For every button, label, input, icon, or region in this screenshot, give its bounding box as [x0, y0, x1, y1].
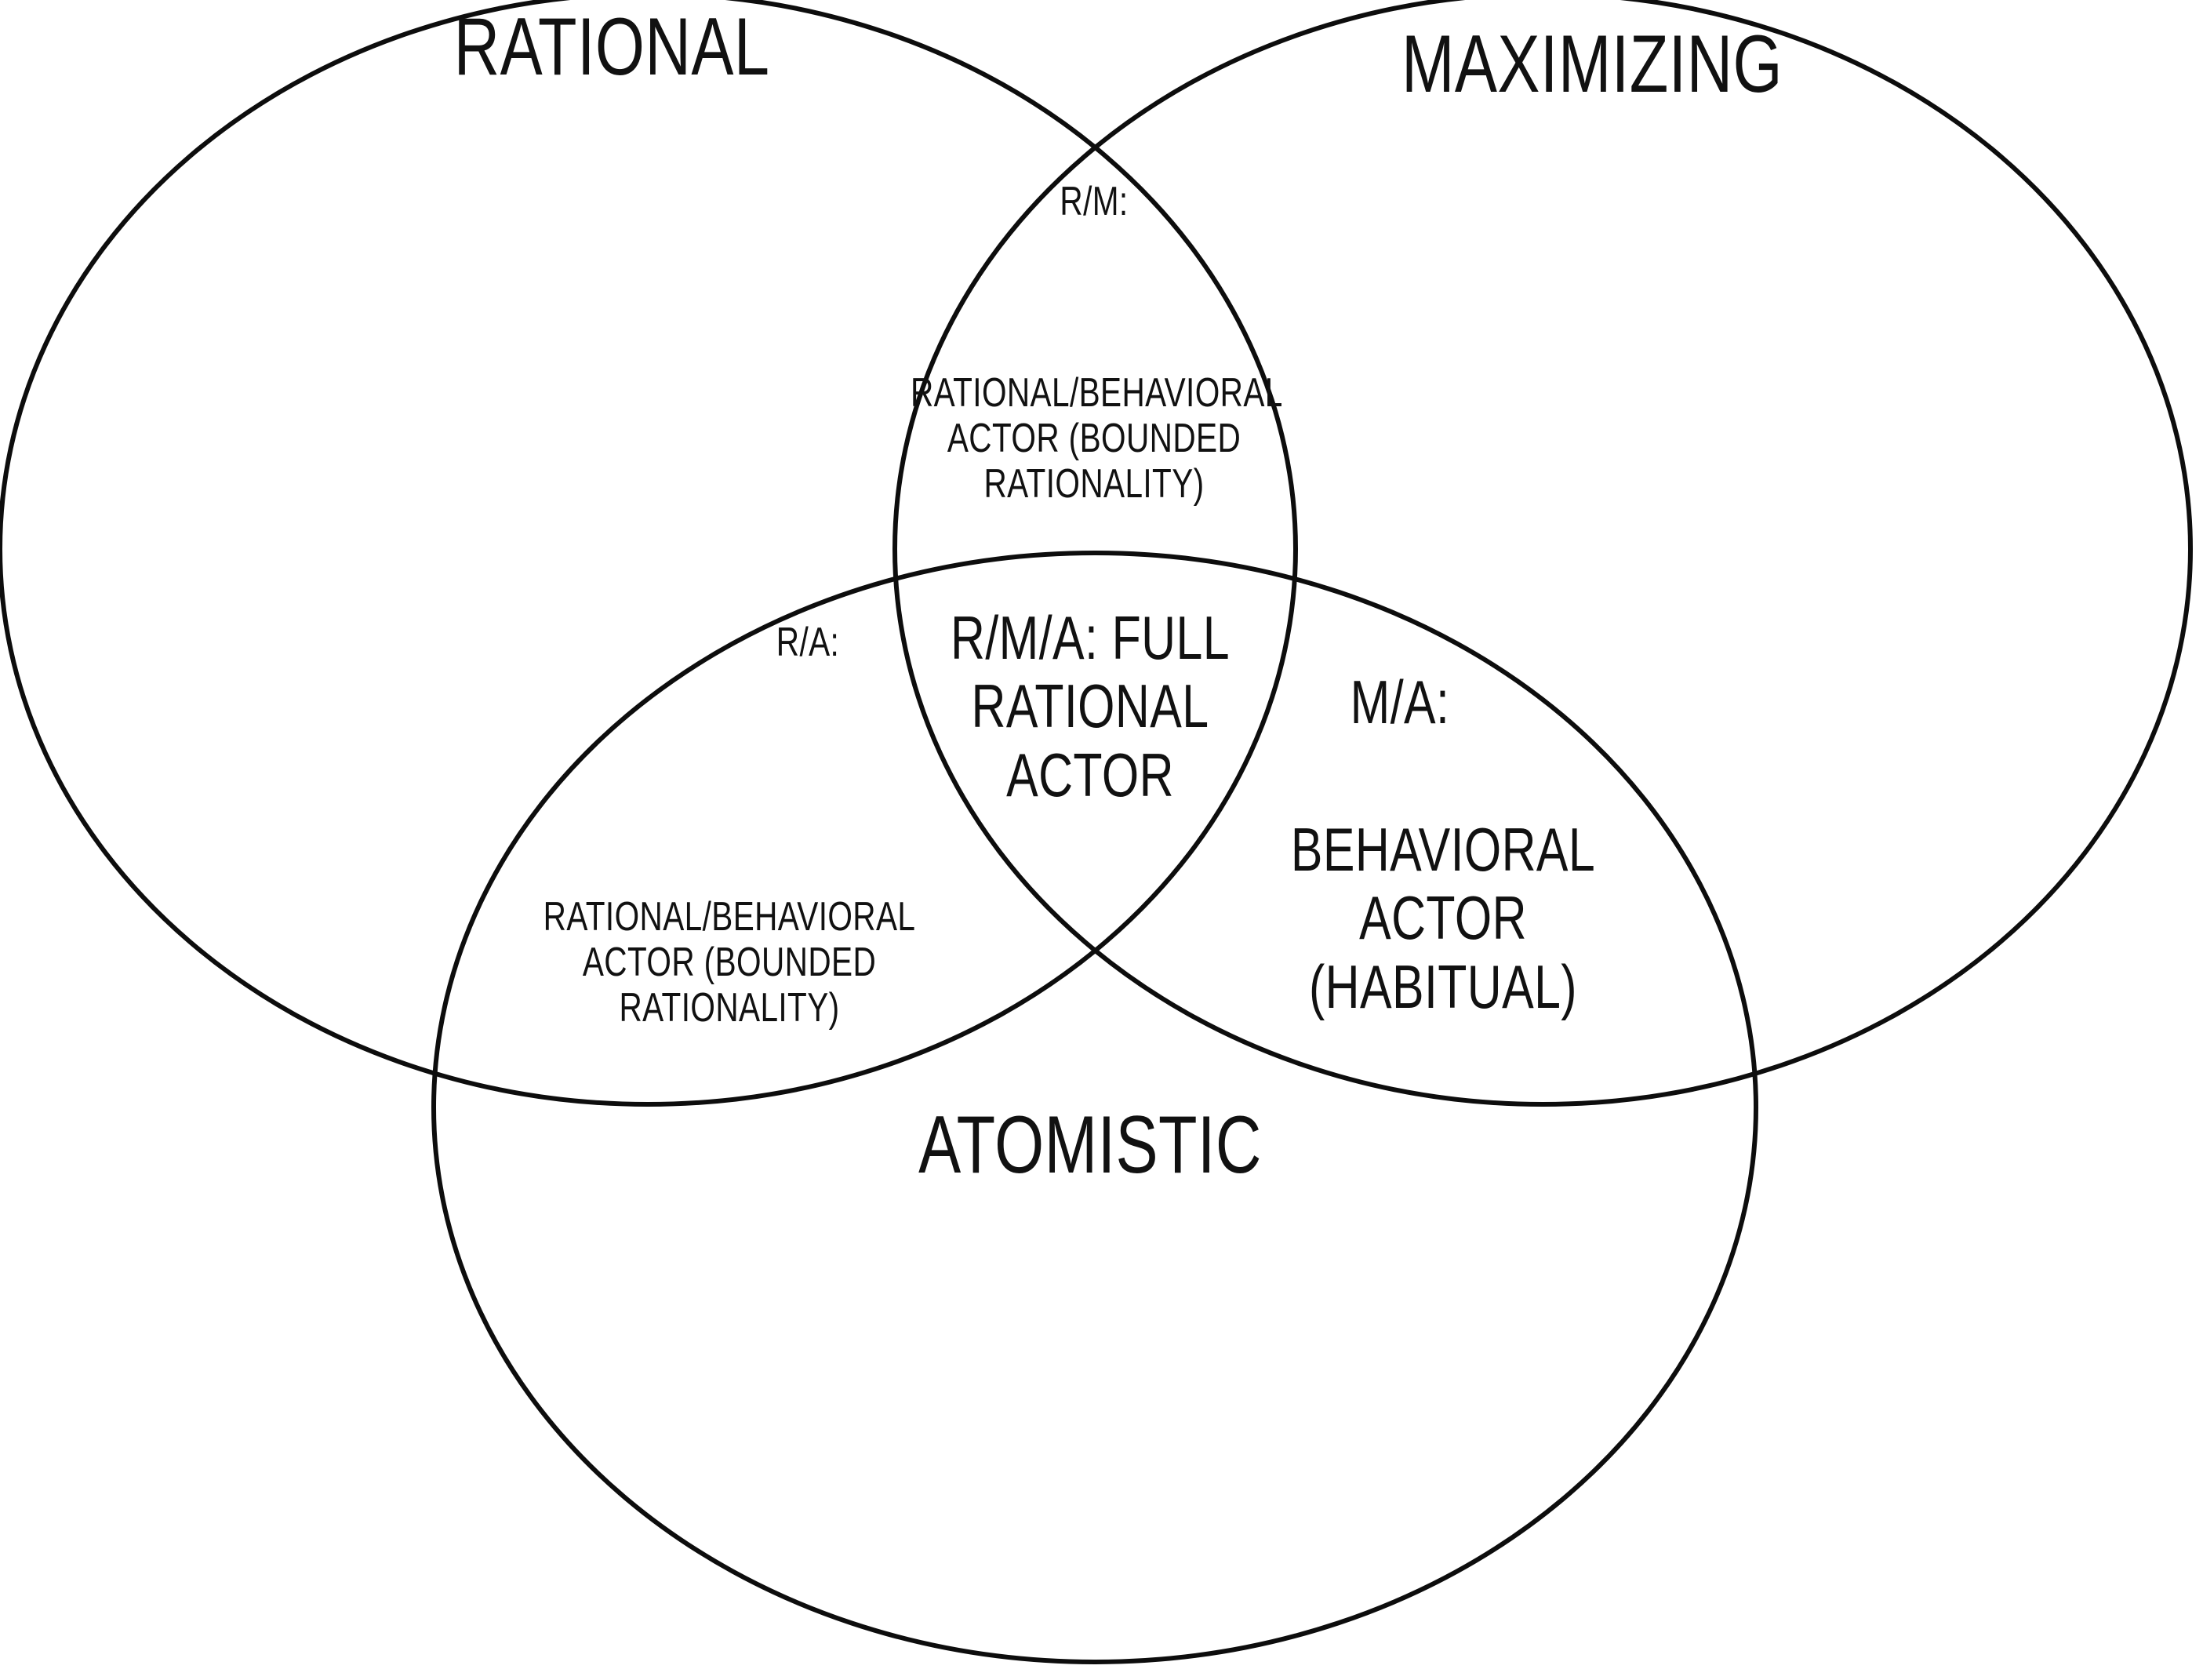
circle-maximizing[interactable] [892, 0, 2193, 1107]
region-key-rational-atomistic: R/A: [776, 620, 840, 665]
circle-atomistic[interactable] [431, 551, 1758, 1664]
region-key-maximizing-atomistic: M/A: [1350, 667, 1450, 736]
region-key-rational-maximizing: R/M: [1060, 179, 1129, 224]
region-label-rational-atomistic: RATIONAL/BEHAVIORAL ACTOR (BOUNDED RATIO… [543, 894, 916, 1031]
region-label-rational-maximizing-atomistic: R/M/A: FULL RATIONAL ACTOR [951, 603, 1230, 809]
circle-rational[interactable] [0, 0, 1298, 1107]
set-title-rational: RATIONAL [453, 2, 770, 93]
region-label-rational-maximizing: RATIONAL/BEHAVIORAL ACTOR (BOUNDED RATIO… [911, 370, 1283, 507]
set-title-atomistic: ATOMISTIC [918, 1100, 1262, 1191]
set-title-maximizing: MAXIMIZING [1401, 19, 1783, 110]
region-label-maximizing-atomistic: BEHAVIORAL ACTOR (HABITUAL) [1290, 815, 1596, 1021]
